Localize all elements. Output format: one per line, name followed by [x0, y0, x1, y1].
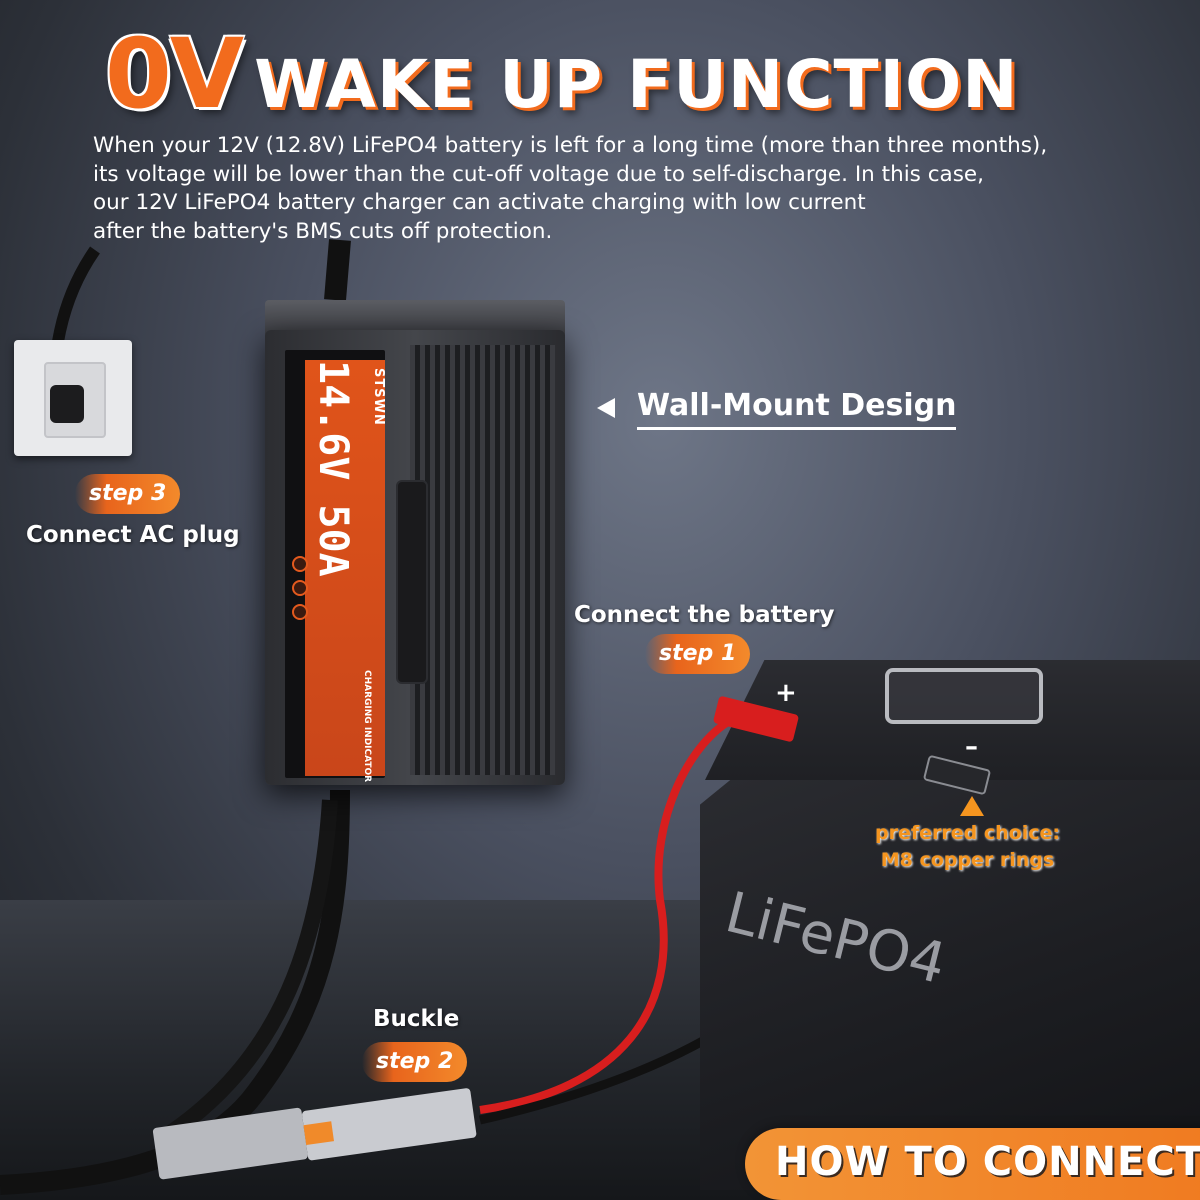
- pointer-up-icon: [960, 796, 984, 816]
- description-line: after the battery's BMS cuts off protect…: [93, 218, 553, 244]
- how-to-connect-banner: [745, 1128, 1200, 1200]
- connector-half-left: [152, 1107, 309, 1180]
- description-line: When your 12V (12.8V) LiFePO4 battery is…: [93, 133, 1048, 158]
- charger-label-panel: [305, 360, 385, 776]
- status-led-icon: [292, 580, 308, 596]
- preferred-line-2: M8 copper rings: [880, 849, 1055, 871]
- step-1-badge: step 1: [645, 634, 751, 674]
- preferred-line-1: preferred choice:: [875, 822, 1060, 844]
- battery-body: [700, 720, 1200, 1190]
- charger-handle: [396, 480, 428, 684]
- socket-face: [44, 362, 106, 438]
- ac-cable-top: [324, 239, 351, 301]
- headline-accent: 0V: [105, 18, 244, 130]
- dc-cable-black: [155, 799, 338, 1147]
- preferred-choice-note: preferred choice: M8 copper rings: [875, 820, 1060, 874]
- charger-brand: STSWN: [371, 368, 386, 426]
- wall-socket: [14, 340, 132, 456]
- step-3-badge: step 3: [75, 474, 181, 514]
- step-3-caption: Connect AC plug: [26, 522, 240, 548]
- dc-cable-main: [0, 789, 350, 1195]
- positive-sign: +: [775, 678, 797, 708]
- connector-tab: [303, 1121, 334, 1146]
- negative-sign: –: [965, 732, 978, 762]
- how-to-connect-text: HOW TO CONNECT: [775, 1139, 1200, 1185]
- step-1-caption: Connect the battery: [574, 602, 835, 628]
- status-led-icon: [292, 556, 308, 572]
- description-paragraph: When your 12V (12.8V) LiFePO4 battery is…: [93, 132, 1133, 246]
- step-2-badge: step 2: [362, 1042, 468, 1082]
- status-led-icon: [292, 604, 308, 620]
- step-2-caption: Buckle: [373, 1006, 460, 1032]
- wall-mount-label: Wall-Mount Design: [637, 388, 957, 430]
- description-line: our 12V LiFePO4 battery charger can acti…: [93, 190, 866, 215]
- charging-indicator-title: CHARGING INDICATOR: [362, 670, 372, 783]
- battery-handle: [885, 668, 1043, 724]
- charger-rating: 14.6V 50A: [310, 360, 356, 577]
- pointer-left-icon: [597, 398, 615, 418]
- ac-plug: [50, 385, 84, 423]
- description-line: its voltage will be lower than the cut-o…: [93, 161, 984, 187]
- headline-title: WAKE UP FUNCTION: [254, 46, 1019, 123]
- cooling-fins: [410, 345, 555, 775]
- dc-cable-red: [479, 714, 737, 1114]
